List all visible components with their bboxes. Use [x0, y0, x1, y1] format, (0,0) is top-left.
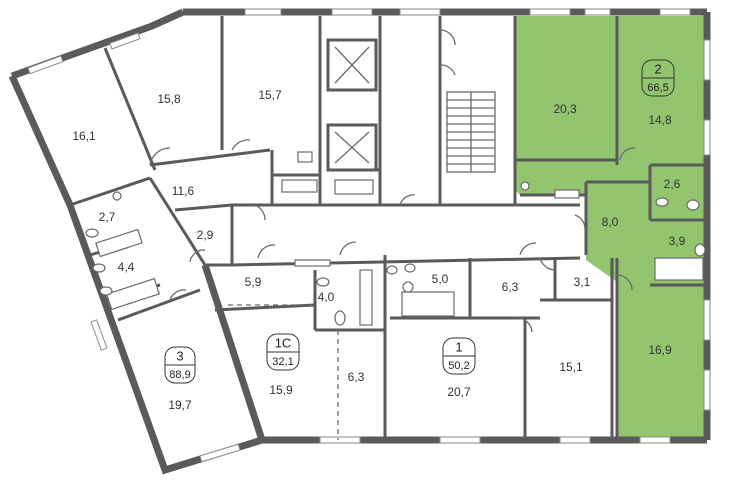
room-label: 2,7 [99, 210, 116, 224]
room-label: 6,3 [348, 370, 365, 384]
apartment-number: 2 [654, 61, 661, 76]
apartment-number: 1 [455, 339, 462, 354]
room-label: 3,1 [574, 275, 591, 289]
room-label: 11,6 [172, 184, 195, 198]
room-label: 19,7 [168, 398, 192, 412]
room-label: 15,1 [559, 360, 583, 374]
room-label: 5,0 [432, 272, 449, 286]
room-label: 8,0 [602, 215, 619, 229]
room-label: 15,9 [269, 383, 293, 397]
apartment-total-area: 32,1 [272, 356, 293, 368]
room-label: 15,8 [157, 92, 181, 106]
elevator-shafts [334, 46, 370, 164]
apartment-number: 1С [275, 335, 292, 350]
room-label: 2,6 [664, 177, 681, 191]
room-label: 4,4 [118, 260, 135, 274]
apartment-badge-3[interactable]: 3 88,9 [164, 346, 196, 384]
room-label: 20,7 [447, 385, 471, 399]
room-label: 16,1 [72, 129, 96, 143]
room-label: 6,3 [502, 280, 519, 294]
room-label: 4,0 [318, 290, 335, 304]
apartment-total-area: 88,9 [169, 369, 190, 381]
room-label: 15,7 [258, 88, 282, 102]
apartment-badge-1c[interactable]: 1С 32,1 [266, 333, 300, 371]
room-label: 14,8 [648, 113, 672, 127]
staircase [446, 91, 496, 173]
doors [149, 29, 636, 333]
apartment-total-area: 50,2 [448, 360, 469, 372]
fixtures [85, 151, 706, 326]
apartment-2-highlight[interactable] [515, 16, 707, 440]
apartment-badge-1[interactable]: 1 50,2 [442, 337, 476, 375]
apartment-total-area: 66,5 [647, 82, 668, 94]
interior-walls [69, 16, 707, 440]
room-label: 16,9 [648, 343, 672, 357]
apartment-badge-2[interactable]: 2 66,5 [641, 59, 675, 97]
windows [27, 8, 711, 463]
room-label: 3,9 [669, 234, 686, 248]
room-label: 5,9 [245, 275, 262, 289]
room-label: 2,9 [197, 228, 214, 242]
apartment-number: 3 [176, 348, 183, 363]
room-labels: 16,1 15,8 15,7 11,6 2,7 2,9 4,4 19,7 5,9… [72, 88, 685, 412]
room-label: 20,3 [553, 102, 577, 116]
